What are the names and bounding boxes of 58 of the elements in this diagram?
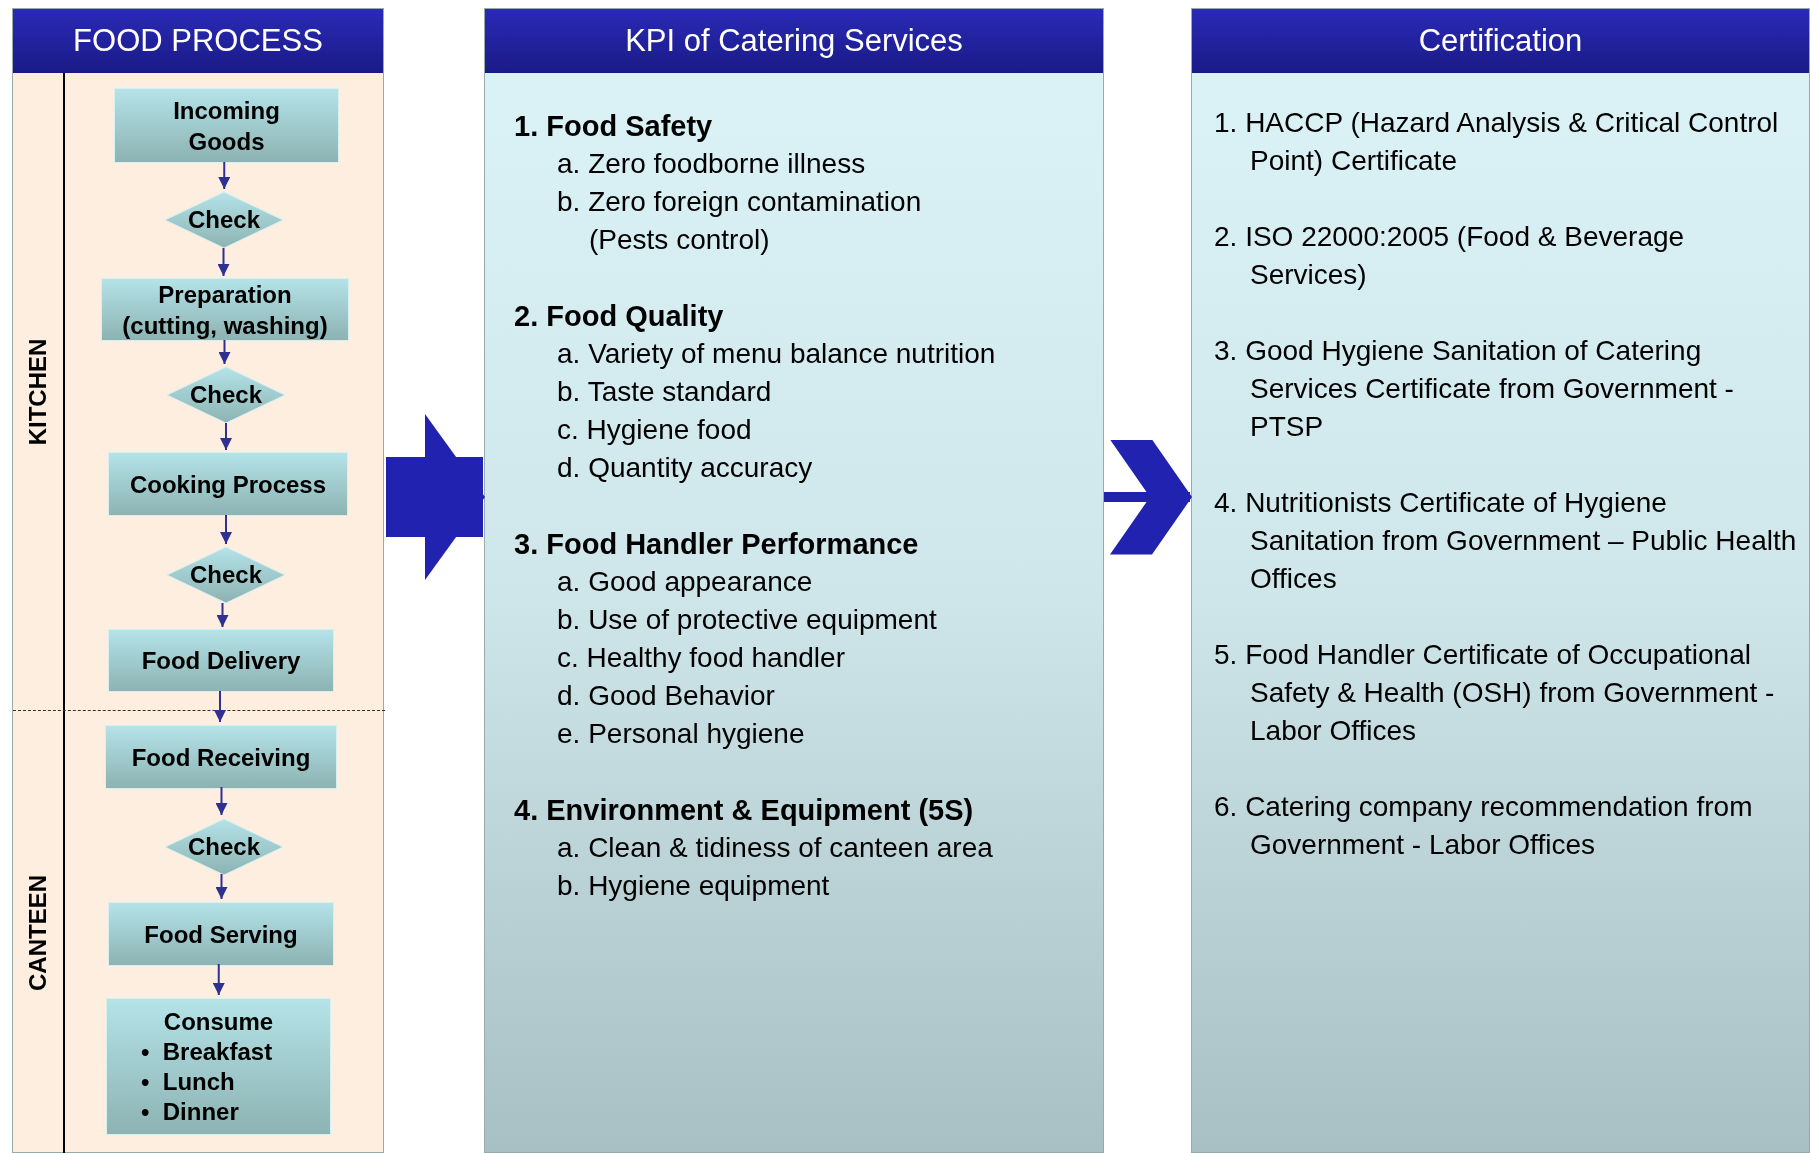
kpi-heading: 2. Food Quality	[514, 299, 724, 334]
kpi-item: a. Variety of menu balance nutrition	[557, 337, 996, 371]
decision-diamond: Check	[164, 818, 284, 876]
kpi-item: a. Clean & tidiness of canteen area	[557, 831, 993, 865]
certification-item: 5. Food Handler Certificate of Occupational Safety & Health (OSH) from Government - Labor Offices	[1214, 638, 1776, 748]
arrow	[218, 161, 231, 190]
arrow	[215, 873, 228, 900]
kpi-item: b. Use of protective equipment	[557, 603, 937, 637]
decision-diamond: Check	[164, 191, 284, 249]
arrow	[216, 602, 229, 628]
kpi-item: b. Hygiene equipment	[557, 869, 830, 903]
certification-item: 4. Nutritionists Certificate of Hygiene Sanitation from Government – Public Health Offices	[1214, 486, 1797, 596]
kpi-heading: 1. Food Safety	[514, 109, 713, 144]
kpi-item: c. Hygiene food	[557, 413, 752, 447]
kpi-item: c. Healthy food handler	[557, 641, 845, 675]
certification-item: 6. Catering company recommendation from Government - Labor Offices	[1214, 790, 1754, 862]
list-item: • Dinner	[141, 1096, 240, 1127]
panel-header: Certification	[1192, 9, 1809, 73]
arrow	[217, 247, 230, 277]
arrow	[220, 422, 232, 451]
kpi-heading: 3. Food Handler Performance	[514, 527, 919, 562]
process-box	[106, 998, 331, 1135]
process-box: Food Delivery	[108, 629, 334, 692]
kpi-item: e. Personal hygiene	[557, 717, 805, 751]
lane-label: KITCHEN	[23, 338, 52, 445]
arrow	[220, 514, 232, 545]
process-box: Cooking Process	[108, 452, 348, 516]
certification-item: 2. ISO 22000:2005 (Food & Beverage Services)	[1214, 220, 1686, 292]
arrow	[218, 339, 231, 365]
kpi-item: d. Good Behavior	[557, 679, 775, 713]
decision-diamond: Check	[166, 546, 286, 604]
panel	[484, 8, 1104, 1153]
kpi-item: a. Good appearance	[557, 565, 813, 599]
panel	[12, 8, 384, 1153]
process-box: Preparation (cutting, washing)	[101, 278, 349, 341]
lane-label: CANTEEN	[23, 874, 52, 991]
swimlane	[13, 710, 385, 1153]
kpi-item: a. Zero foodborne illness	[557, 147, 866, 181]
certification-item: 3. Good Hygiene Sanitation of Catering Services Certificate from Government - PTSP	[1214, 334, 1735, 444]
certification-item: 1. HACCP (Hazard Analysis & Critical Control Point) Certificate	[1214, 106, 1780, 178]
block-arrow	[386, 414, 485, 580]
box-title: Consume	[163, 1006, 274, 1037]
kpi-item: d. Quantity accuracy	[557, 451, 813, 485]
panel	[1191, 8, 1810, 1153]
arrow	[214, 690, 226, 723]
process-box: Incoming Goods	[114, 88, 339, 163]
list-item: • Lunch	[141, 1066, 236, 1097]
process-box: Food Serving	[108, 902, 334, 966]
panel-header: KPI of Catering Services	[485, 9, 1103, 73]
panel-header: FOOD PROCESS	[13, 9, 383, 73]
kpi-heading: 4. Environment & Equipment (5S)	[514, 793, 974, 828]
process-box: Food Receiving	[105, 725, 337, 789]
decision-diamond: Check	[166, 366, 286, 424]
arrow	[212, 963, 225, 996]
arrow	[215, 786, 228, 816]
list-item: • Breakfast	[141, 1036, 273, 1067]
kpi-item: b. Taste standard	[557, 375, 772, 409]
kpi-item: b. Zero foreign contamination (Pests control)	[557, 185, 923, 257]
